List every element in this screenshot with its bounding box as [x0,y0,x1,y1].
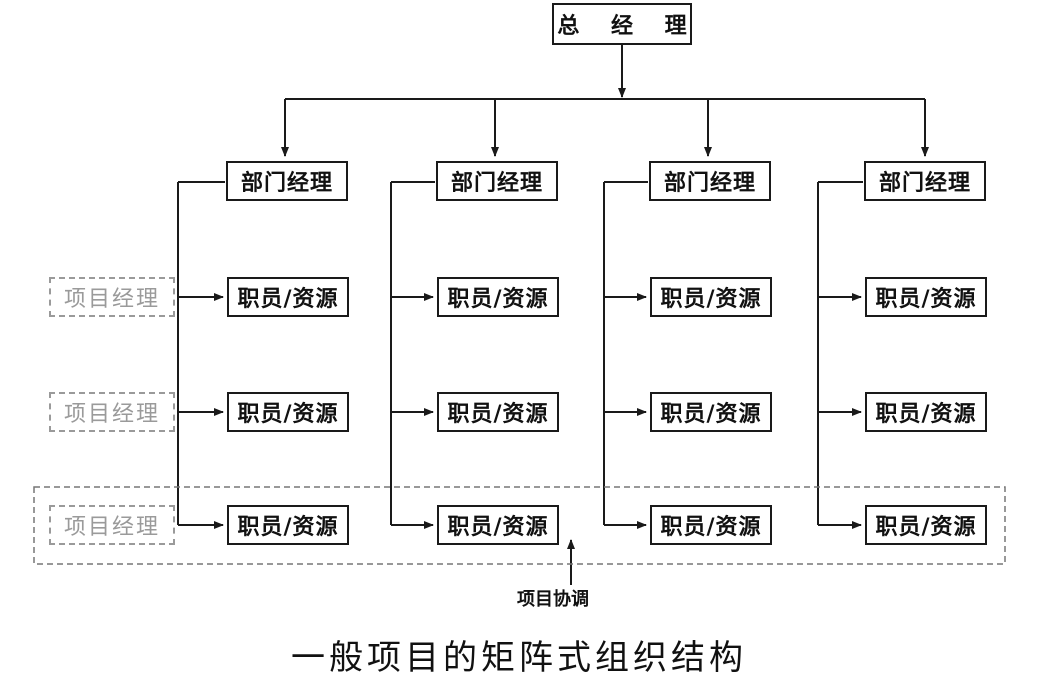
staff-box: 职员/资源 [437,505,559,545]
coordination-label: 项目协调 [517,589,589,610]
staff-box: 职员/资源 [227,277,349,317]
project-manager-box: 项目经理 [49,392,175,432]
project-manager-box: 项目经理 [49,277,175,317]
dept-manager-box: 部门经理 [436,161,558,201]
dept-manager-box: 部门经理 [864,161,986,201]
staff-box: 职员/资源 [865,277,987,317]
figure-caption: 一般项目的矩阵式组织结构 [291,638,747,678]
dept-manager-box: 部门经理 [649,161,771,201]
staff-box: 职员/资源 [865,392,987,432]
staff-box: 职员/资源 [650,392,772,432]
staff-box: 职员/资源 [437,277,559,317]
general-manager-box: 总 经 理 [552,3,692,45]
project-dashed-frame [33,486,1006,565]
dept-manager-box: 部门经理 [226,161,348,201]
project-manager-box: 项目经理 [49,505,175,545]
staff-box: 职员/资源 [865,505,987,545]
staff-box: 职员/资源 [227,505,349,545]
staff-box: 职员/资源 [650,277,772,317]
staff-box: 职员/资源 [437,392,559,432]
staff-box: 职员/资源 [227,392,349,432]
staff-box: 职员/资源 [650,505,772,545]
